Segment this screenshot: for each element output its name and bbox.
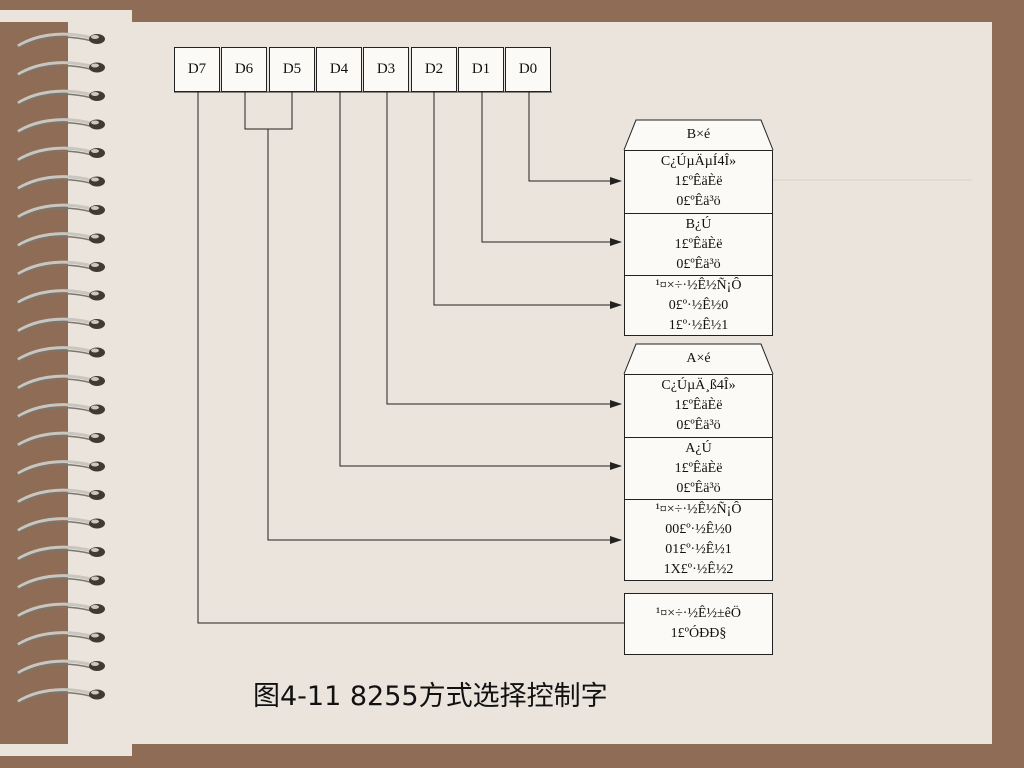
mode-flag-section: ¹¤×÷·½Ê½±êÖ 1£ºÓÐÐ§ (625, 594, 772, 654)
port-c-upper-input: 1£ºÊäÈë (674, 398, 723, 413)
d1-connector (481, 92, 622, 246)
group-a-header: A×é (686, 351, 711, 366)
spiral-ring (17, 460, 105, 477)
bit-d4: D4 (316, 47, 362, 92)
mode-flag-panel: ¹¤×÷·½Ê½±êÖ 1£ºÓÐÐ§ (624, 593, 773, 655)
port-a-output: 0£ºÊä³ö (676, 480, 721, 496)
spiral-ring (17, 374, 105, 391)
spiral-ring (17, 346, 105, 363)
spiral-ring (17, 260, 105, 277)
spiral-ring (17, 118, 105, 135)
spiral-ring (17, 61, 105, 78)
bit-d6: D6 (221, 47, 267, 92)
group-a-panel: C¿ÚµÄ¸ß4Î» 1£ºÊäÈë 0£ºÊä³ö A¿Ú 1£ºÊäÈë 0… (624, 374, 773, 581)
spiral-ring (17, 488, 105, 505)
port-c-lower-title: C¿ÚµÄµÍ4Î» (660, 154, 737, 169)
group-a-mode-section: ¹¤×÷·½Ê½Ñ¡Ô 00£º·½Ê½0 01£º·½Ê½1 1X£º·½Ê½… (625, 499, 772, 580)
port-a-input: 1£ºÊäÈë (674, 460, 723, 476)
group-b-mode-section: ¹¤×÷·½Ê½Ñ¡Ô 0£º·½Ê½0 1£º·½Ê½1 (625, 275, 772, 335)
spiral-ring (17, 659, 105, 676)
spiral-ring (17, 574, 105, 591)
port-a-title: A¿Ú (685, 440, 712, 456)
group-b-panel: C¿ÚµÄµÍ4Î» 1£ºÊäÈë 0£ºÊä³ö B¿Ú 1£ºÊäÈë 0… (624, 150, 773, 336)
spiral-ring (17, 175, 105, 192)
port-b-input: 1£ºÊäÈë (674, 236, 723, 252)
spiral-ring (17, 89, 105, 106)
spiral-ring (17, 32, 105, 49)
spiral-ring (17, 688, 105, 705)
spiral-ring (17, 602, 105, 619)
group-a-mode-2: 1X£º·½Ê½2 (663, 562, 734, 577)
group-a-mode-1: 01£º·½Ê½1 (665, 542, 732, 557)
spiral-binding (17, 32, 105, 705)
port-b-title: B¿Ú (685, 216, 712, 232)
d0-connector (528, 92, 622, 185)
port-a-section: A¿Ú 1£ºÊäÈë 0£ºÊä³ö (625, 437, 772, 499)
figure-caption: 图4-11 8255方式选择控制字 (253, 681, 608, 712)
bit-d1: D1 (458, 47, 504, 92)
spiral-ring (17, 631, 105, 648)
bit-d0: D0 (505, 47, 551, 92)
d2-connector (433, 92, 622, 309)
page-tab (0, 10, 132, 22)
spiral-ring (17, 431, 105, 448)
port-b-output: 0£ºÊä³ö (676, 256, 721, 272)
spiral-ring (17, 517, 105, 534)
spiral-ring (17, 317, 105, 334)
mode-flag-title: ¹¤×÷·½Ê½±êÖ (656, 606, 741, 621)
group-b-header: B×é (686, 127, 711, 142)
page-tab (0, 744, 132, 756)
spiral-ring (17, 403, 105, 420)
spiral-ring (17, 232, 105, 249)
spiral-ring (17, 545, 105, 562)
port-c-upper-section: C¿ÚµÄ¸ß4Î» 1£ºÊäÈë 0£ºÊä³ö (625, 375, 772, 437)
group-a-mode-title: ¹¤×÷·½Ê½Ñ¡Ô (655, 502, 742, 517)
spiral-ring (17, 289, 105, 306)
group-a-mode-0: 00£º·½Ê½0 (665, 522, 732, 537)
notebook-page (68, 22, 992, 744)
port-c-upper-output: 0£ºÊä³ö (676, 418, 721, 433)
bit-d2: D2 (411, 47, 457, 92)
d7-connector (197, 92, 624, 624)
group-a-header-shape (623, 343, 774, 375)
port-c-lower-output: 0£ºÊä³ö (676, 194, 721, 209)
port-c-upper-title: C¿ÚµÄ¸ß4Î» (661, 378, 736, 393)
d6-d5-bracket (244, 92, 293, 130)
bit-d3: D3 (363, 47, 409, 92)
group-b-mode-1: 1£º·½Ê½1 (668, 317, 729, 333)
bit-d5: D5 (269, 47, 315, 92)
spiral-ring (17, 203, 105, 220)
d4-connector (339, 92, 622, 470)
d3-connector (386, 92, 622, 408)
port-c-lower-input: 1£ºÊäÈë (674, 174, 723, 189)
group-b-mode-title: ¹¤×÷·½Ê½Ñ¡Ô (655, 277, 742, 293)
spiral-ring (17, 146, 105, 163)
group-b-header-shape (623, 119, 774, 151)
port-c-lower-section: C¿ÚµÄµÍ4Î» 1£ºÊäÈë 0£ºÊä³ö (625, 151, 772, 213)
mode-flag-value: 1£ºÓÐÐ§ (670, 626, 727, 641)
bit-d7: D7 (174, 47, 220, 92)
d6-d5-connector (267, 129, 622, 544)
group-b-mode-0: 0£º·½Ê½0 (668, 297, 729, 313)
port-b-section: B¿Ú 1£ºÊäÈë 0£ºÊä³ö (625, 213, 772, 275)
